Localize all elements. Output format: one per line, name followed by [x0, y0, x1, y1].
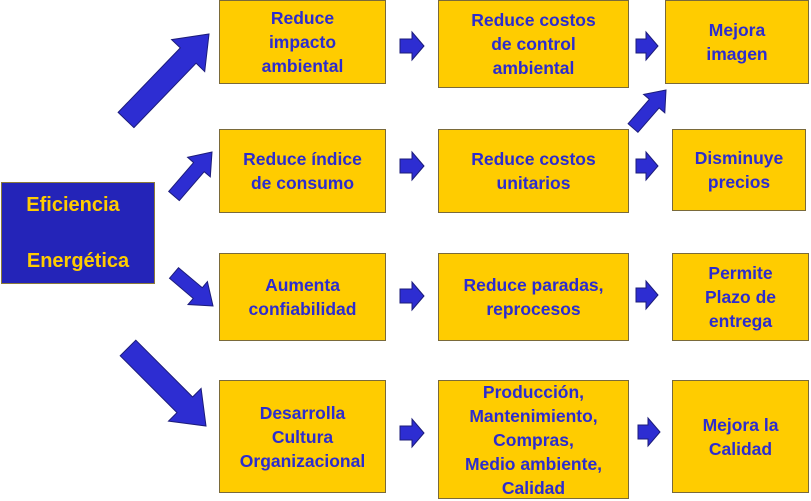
permite-plazo-entrega-box: Permite Plazo de entrega — [672, 253, 809, 341]
desarrolla-cultura-organizacional-box: Desarrolla Cultura Organizacional — [219, 380, 386, 493]
reduce-costos-unitarios-box: Reduce costos unitarios — [438, 129, 629, 213]
reduce-indice-consumo-box: Reduce índice de consumo — [219, 129, 386, 213]
arrow-row3-col1-to-col2 — [399, 280, 425, 312]
reduce-costos-control-ambiental-box: Reduce costos de control ambiental — [438, 0, 629, 88]
disminuye-precios-box: Disminuye precios — [672, 129, 806, 211]
reduce-paradas-reprocesos-box: Reduce paradas, reprocesos — [438, 253, 629, 341]
produccion-mantenimiento-box: Producción, Mantenimiento, Compras, Medi… — [438, 380, 629, 499]
eficiencia-energetica-box: Eficiencia Energética — [1, 182, 155, 284]
arrow-row1-col1-to-col2 — [399, 30, 425, 62]
main-line-2: Energética — [26, 250, 130, 272]
reduce-impacto-ambiental-box: Reduce impacto ambiental — [219, 0, 386, 84]
arrow-row4-col1-to-col2 — [399, 417, 425, 449]
arrow-costos-unitarios-to-mejora-imagen — [627, 89, 667, 134]
mejora-calidad-box: Mejora la Calidad — [672, 380, 809, 493]
main-line-1: Eficiencia — [26, 194, 120, 216]
arrow-row3-col2-to-col3 — [635, 279, 659, 311]
arrow-main-to-row3 — [168, 266, 214, 307]
arrow-main-to-row2 — [167, 151, 213, 202]
arrow-row2-col2-to-col3 — [635, 150, 659, 182]
mejora-imagen-box: Mejora imagen — [665, 0, 809, 84]
arrow-row4-col2-to-col3 — [637, 416, 661, 448]
arrow-main-to-row1 — [117, 33, 210, 129]
arrow-main-to-row4 — [119, 339, 207, 427]
aumenta-confiabilidad-box: Aumenta confiabilidad — [219, 253, 386, 341]
arrow-row2-col1-to-col2 — [399, 150, 425, 182]
arrow-row1-col2-to-col3 — [635, 30, 659, 62]
